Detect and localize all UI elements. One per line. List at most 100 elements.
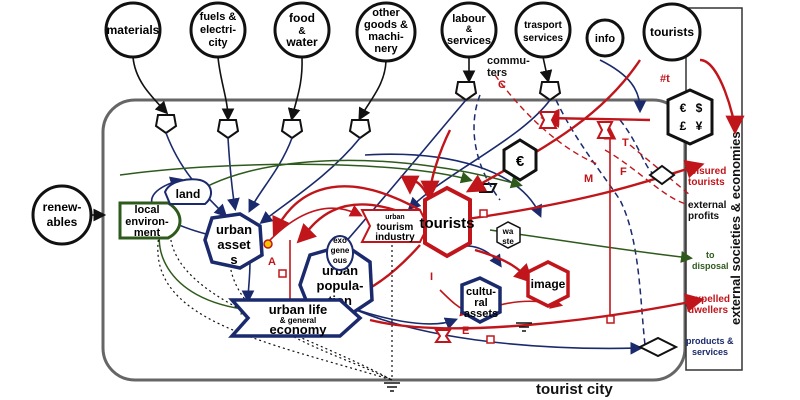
yellow-junction-icon: [263, 239, 273, 249]
cultural-assets-node: cultu- ral assets: [460, 276, 502, 324]
svg-text:image: image: [531, 277, 566, 291]
local-environment-node: local environ- ment: [118, 201, 182, 240]
input-flows: [90, 56, 553, 222]
euro-hexagon-node: €: [502, 138, 538, 182]
svg-text:s: s: [230, 252, 237, 267]
svg-text:land: land: [176, 187, 201, 201]
external-profits-label-2: profits: [688, 211, 720, 222]
svg-text:tourists: tourists: [419, 215, 474, 232]
letter-c: C: [498, 79, 506, 91]
border-diamond-icon: [637, 336, 679, 358]
svg-text:other: other: [372, 7, 400, 19]
letter-a: A: [268, 256, 276, 268]
exogenous-node: exo gene ous: [326, 235, 354, 271]
tourist-city-boundary: [101, 98, 687, 382]
svg-text:wa: wa: [502, 227, 514, 236]
tourist-city-label: tourist city: [536, 381, 613, 398]
expelled-dwellers-label-2: dwellers: [688, 305, 728, 316]
svg-text:exo: exo: [333, 236, 347, 245]
svg-text:asset: asset: [217, 237, 251, 252]
svg-text:city: city: [209, 37, 229, 49]
svg-text:ment: ment: [134, 227, 161, 239]
ground-symbols: [384, 322, 532, 392]
svg-text:¥: ¥: [696, 119, 703, 133]
svg-text:fuels &: fuels &: [200, 11, 237, 23]
svg-text:€: €: [516, 153, 525, 170]
svg-text:urban life: urban life: [269, 302, 328, 317]
info-node: info: [585, 18, 625, 58]
svg-text:$: $: [696, 101, 703, 115]
svg-text:economy: economy: [269, 322, 327, 337]
letter-t: T: [622, 137, 629, 149]
urban-tourism-industry-node: urban tourism industry: [360, 209, 430, 243]
letter-t-hash: #t: [660, 73, 670, 85]
svg-text:€: €: [680, 101, 687, 115]
commuters-label-2: ters: [487, 67, 507, 79]
svg-text:ables: ables: [47, 215, 78, 229]
tourists-external-node: tourists: [642, 2, 702, 62]
leisured-tourists-label-2: tourists: [688, 177, 725, 188]
svg-text:machi-: machi-: [368, 31, 404, 43]
products-services-label: products &: [686, 336, 734, 346]
svg-text:urban: urban: [216, 222, 252, 237]
svg-text:tourists: tourists: [650, 25, 694, 39]
food-node: food & water: [273, 1, 331, 59]
image-node: image: [526, 260, 570, 308]
to-disposal-label: to: [706, 250, 715, 260]
svg-text:labour: labour: [452, 13, 486, 25]
svg-text:materials: materials: [107, 23, 160, 37]
border-diamond-icon: [648, 164, 676, 186]
to-disposal-label-2: disposal: [692, 261, 729, 271]
svg-text:tourism: tourism: [377, 222, 414, 233]
svg-text:trasport: trasport: [524, 20, 562, 31]
red-dashed-flows: [494, 74, 691, 206]
external-profits-label: external: [688, 200, 727, 211]
goods-node: other goods & machi- nery: [355, 1, 417, 63]
svg-text:services: services: [523, 33, 563, 44]
svg-text:gene: gene: [331, 246, 350, 255]
products-services-label-2: services: [692, 347, 728, 357]
svg-text:£: £: [680, 119, 687, 133]
urban-assets-node: urban asset s: [203, 212, 264, 270]
svg-text:&: &: [466, 24, 473, 34]
disposal-flows: [157, 229, 393, 381]
red-valves: [278, 209, 615, 344]
svg-text:&: &: [298, 26, 305, 37]
tourists-center-node: tourists: [419, 185, 475, 259]
expelled-dwellers-label: expelled: [690, 294, 730, 305]
fuels-node: fuels & electri- city: [189, 1, 247, 59]
svg-text:services: services: [447, 35, 491, 47]
labour-node: labour & services: [440, 1, 498, 59]
urban-life-economy-node: urban life & general economy: [228, 298, 363, 338]
svg-text:food: food: [289, 11, 315, 25]
svg-text:industry: industry: [375, 232, 415, 243]
svg-text:environ-: environ-: [125, 216, 169, 228]
leisured-tourists-label: leisured: [688, 166, 726, 177]
svg-text:ous: ous: [333, 256, 348, 265]
svg-text:cultu-: cultu-: [466, 286, 496, 298]
transport-node: trasport services: [514, 1, 572, 59]
commuters-label: commu-: [487, 55, 530, 67]
red-chevrons: [434, 111, 614, 343]
svg-text:water: water: [285, 35, 318, 49]
svg-text:goods &: goods &: [364, 19, 408, 31]
svg-text:urban: urban: [385, 214, 404, 221]
svg-text:ste: ste: [502, 237, 514, 246]
waste-node: wa ste: [496, 221, 521, 249]
letter-f: F: [620, 166, 627, 178]
svg-text:assets: assets: [464, 308, 498, 320]
renewables-node: renew- ables: [31, 184, 93, 246]
svg-text:popula-: popula-: [317, 278, 364, 293]
svg-text:& general: & general: [280, 316, 316, 325]
letter-m: M: [584, 173, 593, 185]
land-node: land: [163, 178, 212, 205]
materials-node: materials: [104, 1, 162, 59]
letter-e: E: [462, 325, 469, 337]
external-societies-label: external societies & economies: [728, 131, 743, 325]
svg-text:local: local: [134, 204, 159, 216]
svg-text:nery: nery: [374, 43, 398, 55]
currency-hexagon-node: € $ £ ¥: [666, 88, 714, 146]
svg-text:ral: ral: [474, 297, 487, 309]
